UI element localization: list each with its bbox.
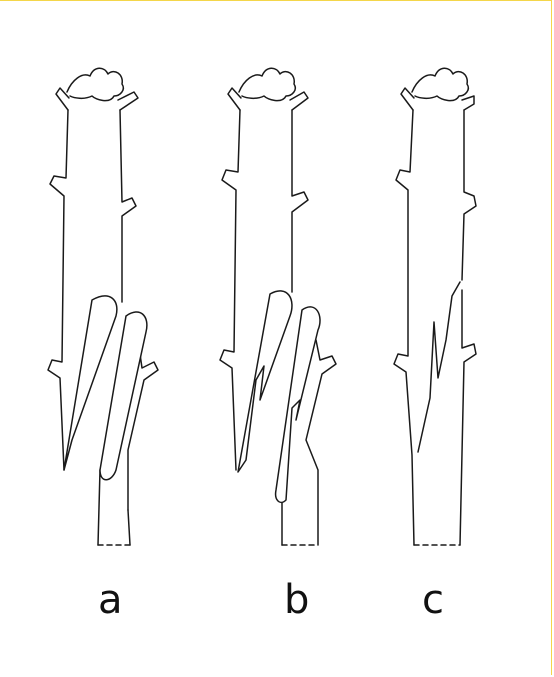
stem-c (394, 68, 476, 545)
label-a: a (98, 580, 123, 620)
stem-a-crown (67, 68, 123, 100)
stem-a-cuts (64, 296, 147, 480)
label-b: b (284, 580, 309, 620)
stem-c-right-edge (462, 110, 476, 280)
stem-b-crown (239, 68, 295, 100)
stem-c-left-edge (394, 110, 414, 545)
stem-a-left-edge (48, 110, 68, 470)
stem-c-lower-right-bud (460, 290, 476, 545)
stem-c-splice (418, 282, 460, 452)
stem-a-rootstock (98, 470, 130, 545)
stem-c-crown (412, 68, 468, 100)
stem-a-top-right-bud (118, 92, 138, 110)
stem-c-top-right-bud (462, 96, 474, 110)
stem-a-right-edge (120, 110, 136, 302)
stem-b-top-right-bud (290, 92, 308, 110)
label-c: c (422, 580, 444, 620)
stem-b-right-edge (292, 110, 308, 292)
stem-b-cuts (238, 291, 320, 502)
stem-b-left-edge (220, 110, 240, 470)
stem-b-lower-right-bud (306, 340, 336, 545)
